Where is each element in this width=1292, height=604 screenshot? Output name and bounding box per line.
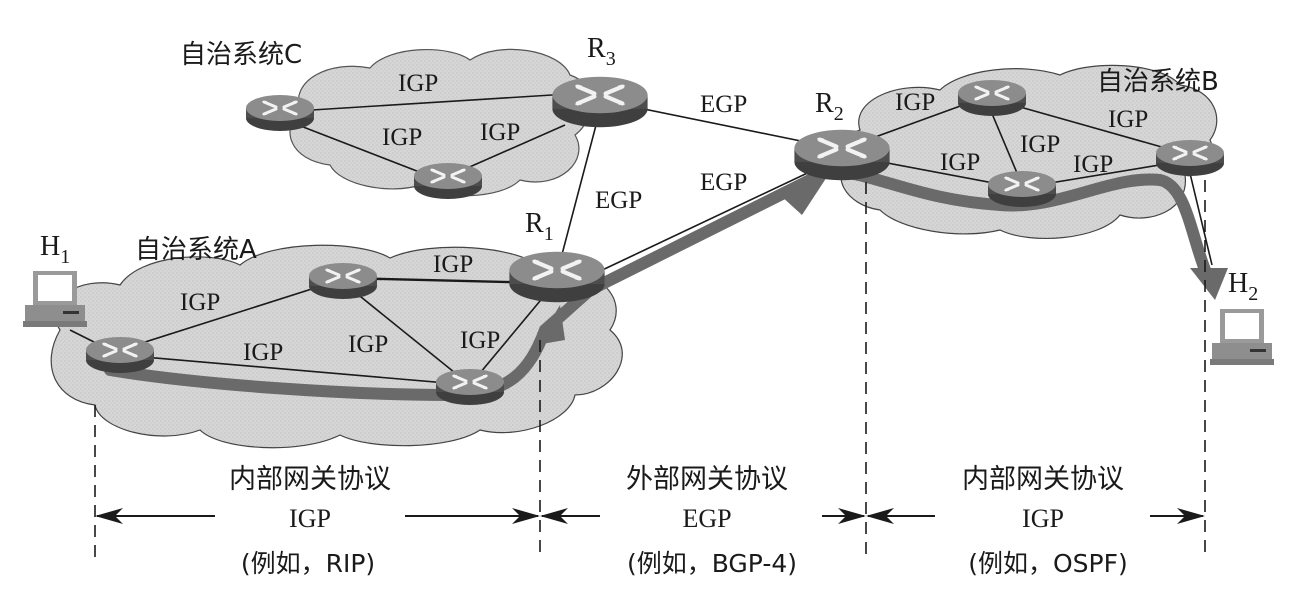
section-2-protocol: EGP bbox=[682, 504, 731, 533]
router-as-a-bottom bbox=[434, 367, 506, 407]
h2-label: H2 bbox=[1228, 268, 1258, 305]
section-1-example: (例如，RIP) bbox=[241, 549, 375, 578]
igp-label-a-left: IGP bbox=[180, 289, 220, 316]
r1-label: R1 bbox=[525, 208, 554, 245]
path-arrowhead-r1 bbox=[536, 305, 565, 345]
router-as-b-right bbox=[1154, 138, 1226, 178]
cloud-as-c bbox=[289, 48, 592, 197]
section-3-protocol: IGP bbox=[1022, 504, 1064, 533]
igp-label-a-right: IGP bbox=[460, 327, 500, 354]
router-r3 bbox=[552, 77, 647, 127]
igp-label-a-bottom: IGP bbox=[243, 339, 283, 366]
section-1-protocol: IGP bbox=[289, 504, 331, 533]
packet-path-arrow bbox=[104, 163, 1211, 402]
egp-label-r3-r2: EGP bbox=[700, 91, 747, 118]
igp-label-b-r2-bottom: IGP bbox=[940, 149, 980, 176]
as-b-label: 自治系统B bbox=[1097, 67, 1219, 97]
igp-label-b-mid: IGP bbox=[1020, 131, 1060, 158]
igp-label-b-top-right: IGP bbox=[1108, 106, 1148, 133]
igp-label-c-right: IGP bbox=[480, 119, 520, 146]
router-as-b-bottom bbox=[986, 169, 1058, 209]
igp-label-b-bottom-right: IGP bbox=[1073, 151, 1113, 178]
router-as-a-left bbox=[84, 335, 156, 375]
as-c-label: 自治系统C bbox=[180, 40, 302, 70]
router-as-b-top bbox=[956, 78, 1028, 118]
router-r2 bbox=[794, 130, 889, 180]
r2-label: R2 bbox=[815, 88, 844, 125]
router-as-a-top bbox=[307, 261, 379, 301]
path-arrowhead-h2 bbox=[1190, 268, 1228, 300]
h1-label: H1 bbox=[40, 231, 70, 268]
section-3-example: (例如，OSPF) bbox=[968, 549, 1128, 578]
igp-label-b-r2-top: IGP bbox=[895, 89, 935, 116]
igp-label-c-left: IGP bbox=[382, 124, 422, 151]
igp-label-a-top: IGP bbox=[433, 251, 473, 278]
section-2-example: (例如，BGP-4) bbox=[627, 549, 797, 578]
egp-label-r1-r2: EGP bbox=[700, 169, 747, 196]
egp-label-r3-r1: EGP bbox=[595, 187, 642, 214]
as-a-label: 自治系统A bbox=[135, 235, 257, 265]
igp-label-a-mid: IGP bbox=[348, 331, 388, 358]
section-1-name: 内部网关协议 bbox=[229, 464, 391, 495]
host-h2-icon bbox=[1210, 309, 1274, 365]
router-r1 bbox=[509, 252, 604, 302]
router-as-c-left bbox=[244, 93, 316, 133]
section-2-name: 外部网关协议 bbox=[626, 464, 788, 495]
igp-label-c-top: IGP bbox=[398, 70, 438, 97]
router-as-c-bottom bbox=[412, 161, 484, 201]
r3-label: R3 bbox=[587, 33, 616, 70]
section-3-name: 内部网关协议 bbox=[962, 464, 1124, 495]
